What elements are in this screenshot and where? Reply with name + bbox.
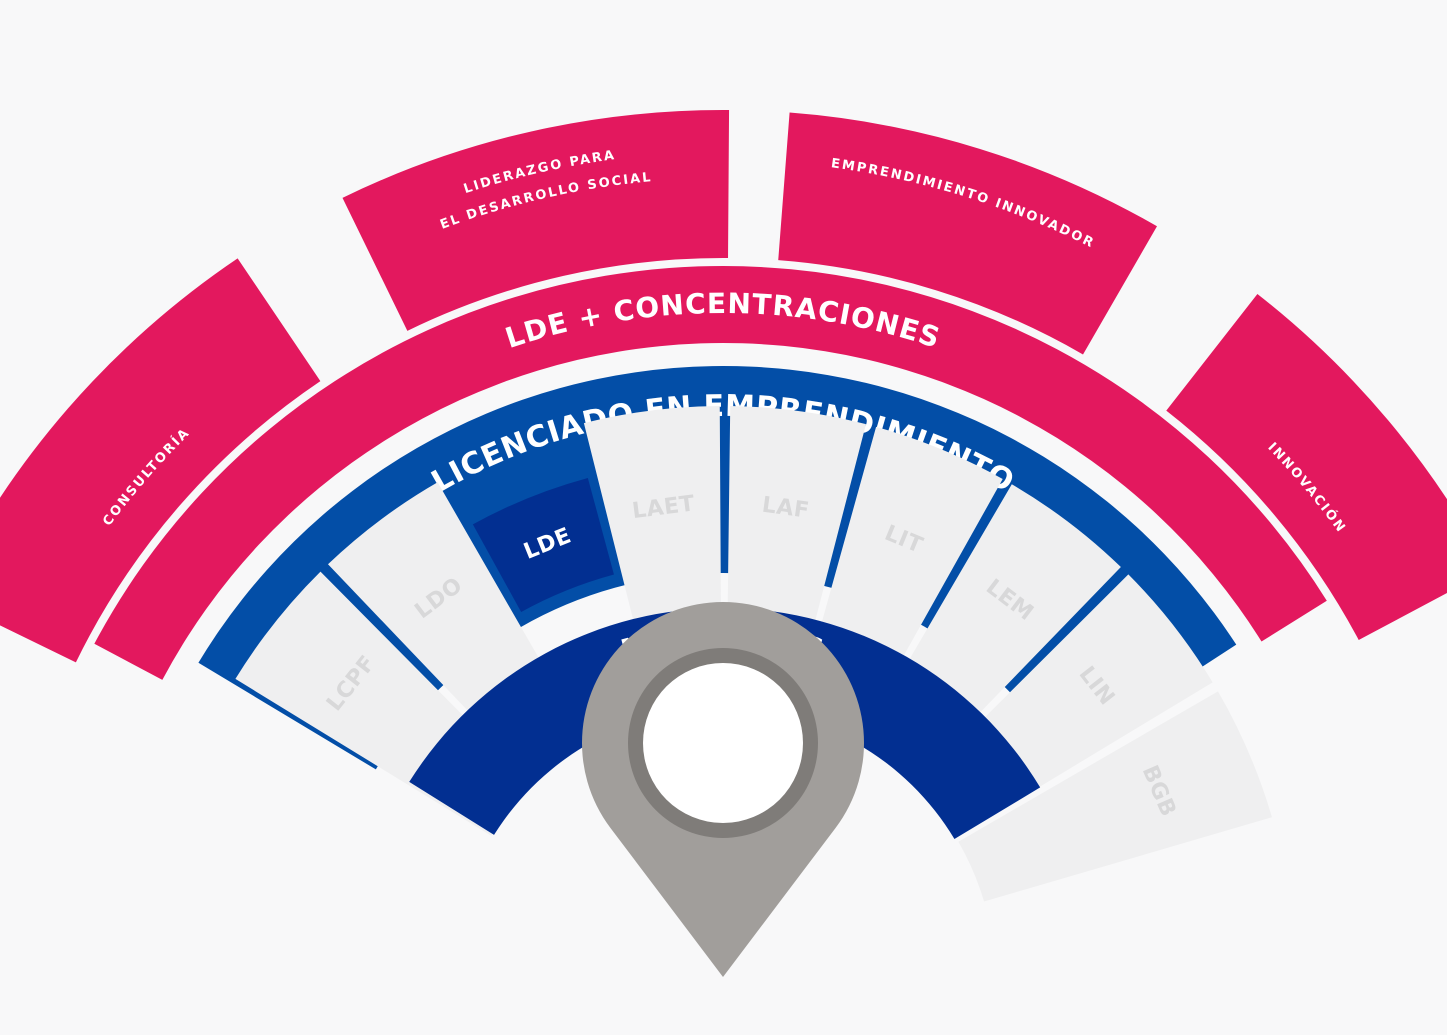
program-label-laf: LAF <box>760 493 810 524</box>
location-pin-icon <box>582 602 864 977</box>
concentraciones-band-shape <box>94 265 1327 680</box>
pin-hole <box>643 663 803 823</box>
program-tile-bgb[interactable] <box>958 691 1272 902</box>
segment-consultoria <box>0 258 321 663</box>
program-tile-lde[interactable] <box>472 477 614 612</box>
negocios-band-shape <box>409 608 1041 839</box>
segment-innovacion <box>1166 294 1447 640</box>
segment-liderazgo <box>342 110 730 331</box>
segment-emprendimiento-innovador <box>778 112 1157 355</box>
